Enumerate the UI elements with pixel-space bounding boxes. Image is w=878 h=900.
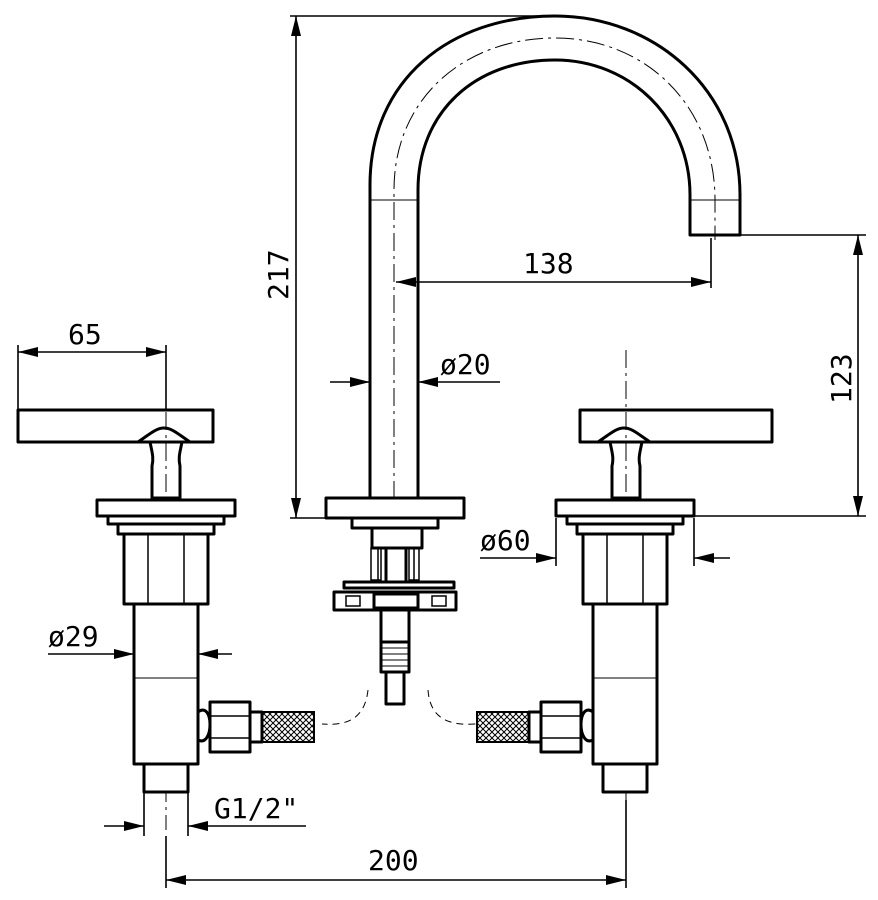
label-height-total: 217 [262, 249, 295, 300]
dimension-connection-thread: G1/2" [104, 792, 306, 836]
label-spout-diameter: ø20 [440, 348, 491, 381]
dimension-overall-height: 217 [262, 15, 555, 519]
dimension-body-diameter: ø29 [48, 620, 232, 659]
label-body-diameter: ø29 [48, 620, 99, 653]
dimension-spout-diameter: ø20 [330, 348, 500, 387]
label-connection-thread: G1/2" [214, 792, 298, 825]
spout-base [321, 496, 477, 725]
dimension-spout-height: 123 [694, 234, 866, 517]
label-center-distance: 200 [368, 844, 419, 877]
label-spout-height: 123 [825, 353, 858, 404]
left-valve [16, 350, 315, 830]
label-handle-width: 65 [68, 318, 102, 351]
dimension-center-distance: 200 [165, 800, 627, 888]
label-spout-reach: 138 [523, 247, 574, 280]
label-escutcheon-diameter: ø60 [480, 524, 531, 557]
right-valve [476, 350, 774, 830]
spout [368, 14, 742, 530]
dimension-spout-reach: 138 [396, 238, 712, 288]
dimension-handle-width: 65 [17, 318, 167, 410]
dimension-escutcheon-diameter: ø60 [480, 518, 730, 566]
